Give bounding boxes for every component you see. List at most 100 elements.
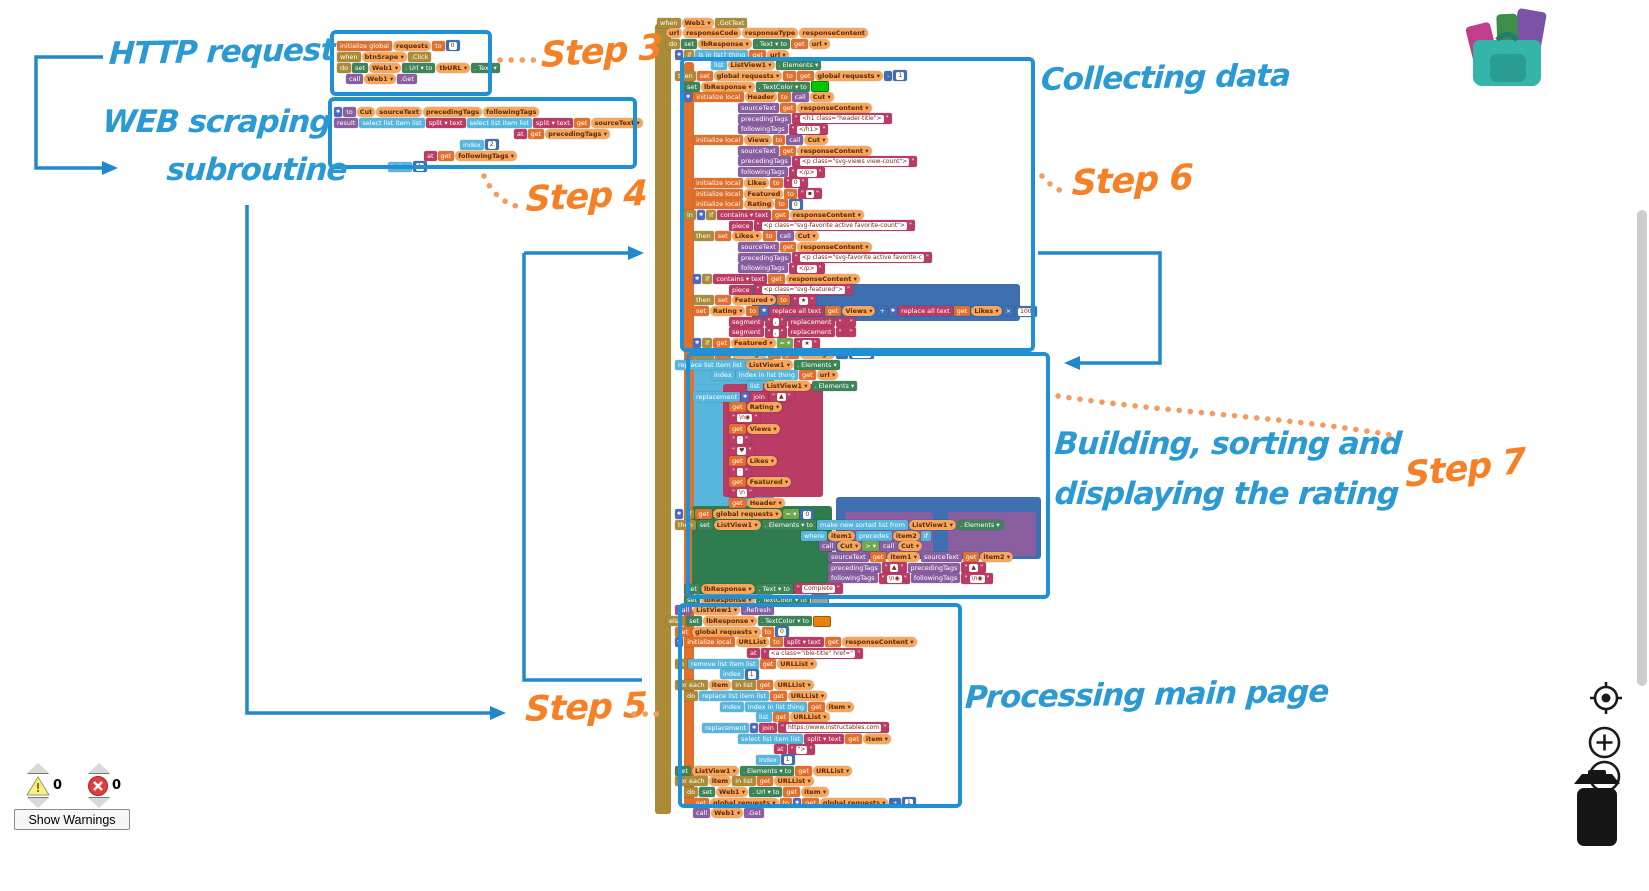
block-line[interactable]: " \n " — [729, 482, 1038, 499]
errors-down-arrow[interactable] — [88, 798, 110, 808]
backpack-icon[interactable] — [1464, 6, 1550, 94]
block-line[interactable]: segment" , "replacement" " — [729, 311, 1038, 328]
warnings-down-arrow[interactable] — [27, 798, 49, 808]
error-count: 0 — [112, 778, 122, 793]
vertical-scrollbar[interactable] — [1637, 210, 1647, 686]
show-warnings-button[interactable]: Show Warnings — [14, 809, 130, 830]
block-line[interactable]: at" <a class="ible-title" href=" " — [747, 643, 1038, 659]
block-line[interactable]: at" "> " — [774, 739, 1038, 755]
block-token: Web1 ▾ — [711, 808, 744, 819]
trash-icon[interactable] — [1572, 768, 1622, 850]
warnings-up-arrow[interactable] — [27, 763, 49, 773]
zoom-in-icon[interactable] — [1588, 726, 1621, 759]
block-token: . Text ▾ to — [752, 38, 790, 49]
block-token: Featured ▾ — [731, 295, 777, 306]
block-token: precedingTags ▾ — [545, 128, 610, 139]
block-line[interactable]: precedingTags" ▲ "precedingTags" ▲ " — [828, 557, 1038, 574]
errors-up-arrow[interactable] — [88, 763, 110, 773]
block-line[interactable]: precedingTags" <p class="svg-views view-… — [738, 151, 1038, 167]
block-line[interactable]: replacement✱join" https://www.instructab… — [702, 717, 1038, 734]
block-line[interactable]: " ♥ " — [729, 440, 1038, 456]
block-line[interactable]: followingTags" </p> " — [738, 258, 1038, 274]
zoom-reset-icon[interactable] — [1588, 680, 1624, 716]
block-line[interactable]: segment" , "replacement" " — [729, 322, 1038, 338]
block-token: initialize global — [337, 40, 392, 51]
block-token: 1 — [744, 668, 759, 680]
block-line[interactable]: " \n◉ " — [729, 407, 1038, 424]
block-line[interactable]: followingTags" \n◉ "followingTags" \n◉ " — [828, 568, 1038, 584]
block-line[interactable]: precedingTags" <p class="svg-favorite ac… — [738, 247, 1038, 264]
block-line[interactable]: " · " — [729, 461, 1038, 477]
block-line[interactable]: piece" <p class="svg-favorite active fav… — [729, 215, 1038, 232]
block-token: lbResponse ▾ — [703, 616, 757, 626]
block-line[interactable]: " · " — [729, 429, 1038, 445]
block-line[interactable]: precedingTags" <h1 class="header-title">… — [738, 108, 1038, 125]
block-line[interactable]: followingTags" </p> " — [738, 162, 1038, 178]
block-line[interactable]: piece" <p class="svg-featured"> " — [729, 279, 1038, 296]
block-line[interactable]: replacement✱join" ▲ " — [693, 386, 1038, 403]
block-line[interactable]: followingTags" </h1> " — [738, 119, 1038, 135]
